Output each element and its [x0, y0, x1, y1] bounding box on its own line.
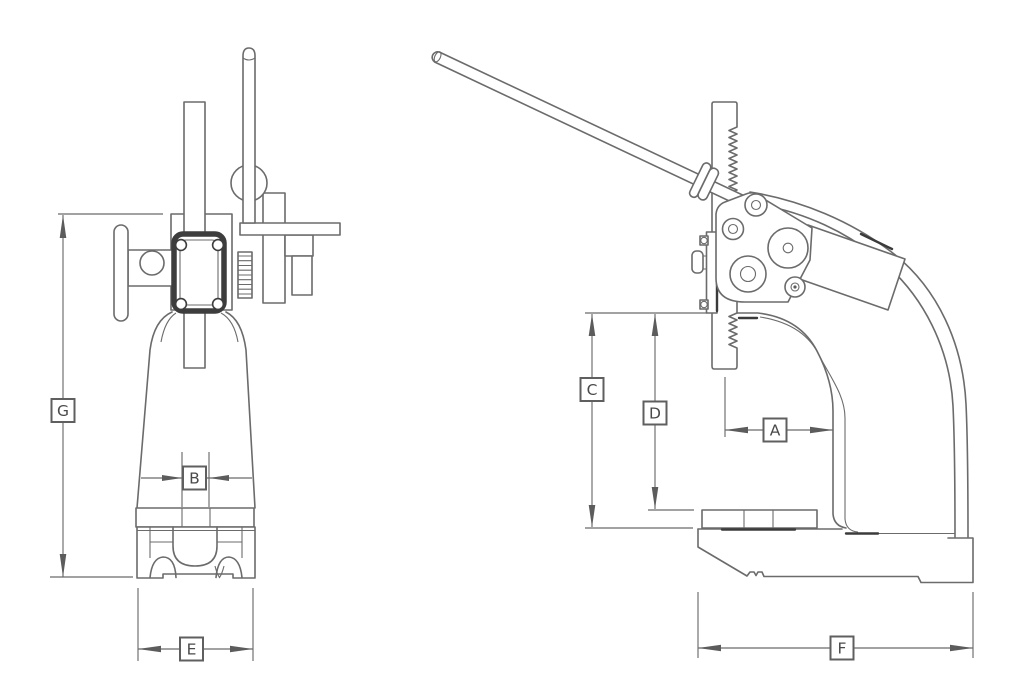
- pinion-block-upper: [284, 234, 314, 257]
- base-center-arch: [172, 526, 218, 567]
- c-extension-lines: [585, 312, 707, 529]
- column-right-edge: [225, 311, 256, 509]
- dimension-label-g: G: [57, 402, 69, 420]
- dimension-A: A: [724, 377, 833, 443]
- b-label-box: [182, 465, 207, 491]
- b-arrow-right: [209, 475, 229, 481]
- base-right-foot-arch: [215, 556, 243, 579]
- cover-bolt: [211, 297, 225, 311]
- frame-throat-edge-back: [759, 316, 859, 533]
- g-label-box: [50, 398, 76, 423]
- column-flange: [135, 507, 255, 528]
- c-arrow-up: [588, 314, 596, 336]
- column-right-fillet: [220, 312, 239, 343]
- f-arrow-right: [950, 644, 973, 652]
- side-plate: [262, 192, 286, 304]
- grip-shadow: [859, 232, 894, 251]
- a-arrow-right: [810, 426, 833, 434]
- pinion-shaft-bar: [239, 222, 341, 236]
- f-extension-lines: [697, 592, 974, 658]
- column-left-edge: [136, 311, 173, 509]
- dimension-label-d: D: [649, 405, 661, 423]
- gear-cover-plate: [171, 231, 227, 314]
- base-inner-walls: [149, 527, 243, 558]
- d-arrow-up: [651, 314, 659, 336]
- front-view: G B E: [50, 47, 341, 662]
- front-view-machine: [113, 47, 341, 579]
- frame-outer-edge: [749, 191, 969, 538]
- d-arrow-down: [651, 487, 659, 509]
- lever-collar: [688, 162, 720, 201]
- gear-cover-inner: [179, 239, 219, 306]
- rack-teeth-lines: [238, 255, 252, 295]
- f-label-box: [829, 635, 855, 661]
- base-left-foot-arch: [149, 556, 177, 579]
- guide-bolt-block: [699, 299, 709, 310]
- e-arrow-left: [138, 645, 161, 653]
- g-arrow-up: [59, 215, 67, 238]
- anvil-table-dividers: [743, 510, 774, 528]
- dimension-label-c: C: [587, 381, 598, 399]
- guide-bolt-block: [699, 235, 709, 246]
- dimension-B: B: [141, 452, 252, 507]
- e-label-box: [179, 636, 204, 662]
- gear-pins: [721, 193, 809, 298]
- cover-bolt: [174, 238, 188, 252]
- flange-guides: [181, 508, 211, 527]
- b-arrow-left: [162, 475, 182, 481]
- dimension-G: G: [50, 213, 163, 578]
- guide-knob: [691, 250, 704, 274]
- f-arrow-left: [698, 644, 721, 652]
- a-arrow-left: [725, 426, 748, 434]
- dimension-label-b: B: [189, 470, 200, 488]
- anvil-table: [701, 509, 818, 529]
- pinion-block-lower: [291, 255, 313, 296]
- e-arrow-right: [230, 645, 253, 653]
- lever-tip-cap: [433, 51, 442, 63]
- g-arrow-down: [59, 554, 67, 577]
- dimension-F: F: [697, 592, 974, 661]
- g-extension-lines: [50, 213, 163, 578]
- handle-rod: [242, 47, 256, 224]
- a-label-box: [762, 417, 788, 443]
- dimension-label-e: E: [187, 641, 197, 659]
- dimension-D: D: [642, 314, 694, 511]
- dimension-C: C: [579, 312, 707, 529]
- guide-bolt: [700, 300, 708, 309]
- handle-rod-cap: [242, 57, 256, 61]
- dimension-label-a: A: [770, 422, 781, 440]
- guide-bolt: [700, 236, 708, 245]
- shaft-boss: [139, 250, 165, 276]
- dimension-E: E: [137, 588, 254, 662]
- frame-throat-edge: [736, 312, 847, 529]
- cover-bolt: [211, 238, 225, 252]
- handwheel: [113, 224, 129, 322]
- base-slab: [697, 528, 974, 584]
- cover-bolt: [174, 297, 188, 311]
- c-label-box: [579, 377, 605, 402]
- d-label-box: [642, 400, 668, 426]
- side-view: C D A F: [431, 51, 974, 661]
- column-left-fillet: [160, 312, 177, 343]
- side-view-machine: [431, 51, 974, 584]
- frame-outer-edge-inner: [756, 203, 956, 538]
- dimension-label-f: F: [838, 640, 847, 658]
- base-block: [136, 526, 256, 579]
- pin-dot: [793, 285, 797, 289]
- base-center-point: [214, 565, 225, 579]
- c-arrow-down: [588, 505, 596, 527]
